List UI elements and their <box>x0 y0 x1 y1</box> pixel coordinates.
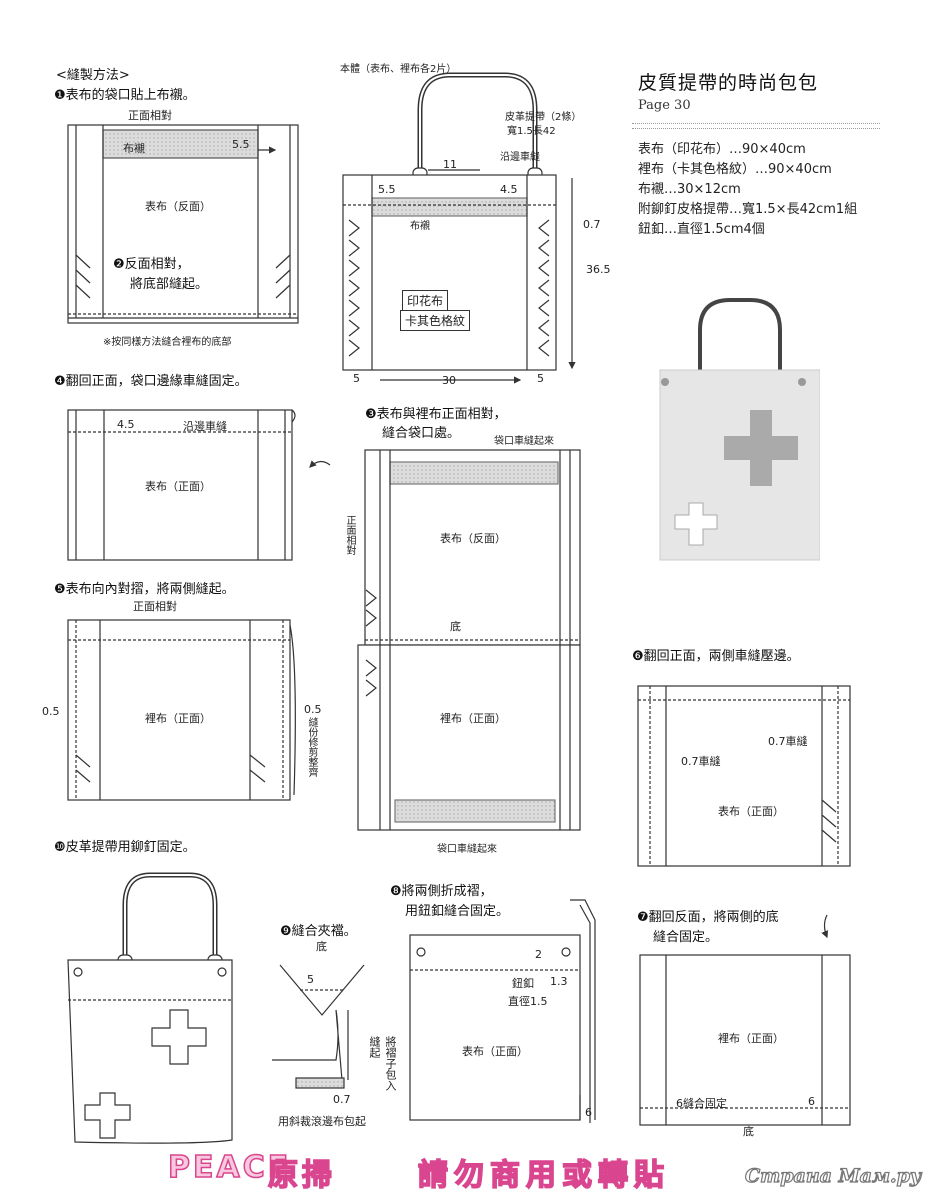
dim-1-3: 1.3 <box>550 975 568 988</box>
dim-5-right: 5 <box>537 372 544 385</box>
dim-0-7-step9: 0.7 <box>333 1093 351 1106</box>
note-trim: 縫份修剪整齊 <box>306 717 317 777</box>
diagram-step7 <box>639 914 851 1126</box>
label-sew6: 6縫合固定 <box>676 1097 727 1110</box>
diagram-step8 <box>409 899 596 1123</box>
label-lining-right-2: 裡布（正面） <box>440 712 506 725</box>
material-item: 附鉚釘皮格提帶…寬1.5×長42cm1組 <box>638 202 858 217</box>
label-outer-wrong: 表布（反面） <box>145 200 211 213</box>
label-bottom-2: 底 <box>743 1125 754 1138</box>
label-stitch-0-7-right: 0.7車縫 <box>768 735 808 748</box>
label-face-to-face-2: 正面相對 <box>133 600 177 613</box>
dim-30: 30 <box>442 374 456 387</box>
dim-5-5-b: 5.5 <box>378 183 396 196</box>
step-5: ❺表布向內對摺，將兩側縫起。 <box>54 582 235 597</box>
dim-5-left: 5 <box>353 372 360 385</box>
label-print-fabric: 印花布 <box>402 290 449 311</box>
step-8: ❽將兩側折成褶， <box>390 884 493 899</box>
label-sew-up: 縫起 <box>368 1036 381 1058</box>
dim-0-5-left: 0.5 <box>42 705 60 718</box>
label-interlining: 布襯 <box>123 142 145 155</box>
footer-peace: PEACE <box>167 1149 292 1186</box>
title-divider <box>632 123 880 129</box>
label-face-to-face: 正面相對 <box>128 109 172 122</box>
label-bias-note: 用斜裁滾邊布包起 <box>278 1115 366 1128</box>
dim-0-5-right: 0.5 <box>304 703 322 716</box>
label-button: 鈕釦 <box>512 977 534 990</box>
material-item: 鈕釦…直徑1.5cm4個 <box>638 222 765 237</box>
dim-0-7: 0.7 <box>583 218 601 231</box>
product-photo <box>640 290 820 575</box>
label-outer-wrong-2: 表布（反面） <box>440 532 506 545</box>
label-strap-size: 寬1.5長42 <box>507 126 556 137</box>
label-lining-right-3: 裡布（正面） <box>718 1032 784 1045</box>
label-mouth-seam: 袋口車縫起來 <box>494 436 554 447</box>
label-stitch-0-7-left: 0.7車縫 <box>681 755 721 768</box>
label-outer-right-2: 表布（正面） <box>718 805 784 818</box>
page-title: 皮質提帶的時尚包包 <box>638 72 819 94</box>
diagram-step5 <box>67 619 296 801</box>
dim-36-5: 36.5 <box>586 263 611 276</box>
step-9: ❾縫合夾襠。 <box>280 924 357 939</box>
step-1: ❶表布的袋口貼上布襯。 <box>54 88 196 103</box>
dim-4-5-b: 4.5 <box>500 183 518 196</box>
diagram-step10 <box>67 872 233 1144</box>
body-title: 本體（表布、裡布各2片） <box>340 64 457 75</box>
label-khaki: 卡其色格紋 <box>400 310 471 331</box>
step-2: ❷反面相對， <box>113 257 190 272</box>
diagram-body <box>342 72 576 384</box>
label-fold-in: 將褶子包入 <box>384 1036 397 1091</box>
dim-2: 2 <box>535 948 542 961</box>
label-face-to-face-v: 正面相對 <box>344 515 355 555</box>
label-strap: 皮革提帶（2條） <box>505 112 582 123</box>
dim-5-5: 5.5 <box>232 138 250 151</box>
label-bottom-3: 底 <box>316 940 327 953</box>
label-edge-stitch: 沿邊車縫 <box>183 420 227 433</box>
materials-list: 表布（印花布）…90×40cm 裡布（卡其色格紋）…90×40cm 布襯…30×… <box>638 140 857 240</box>
section-heading: <縫製方法> <box>56 68 130 83</box>
page-number: Page 30 <box>638 98 691 113</box>
step-7: ❼翻回反面，將兩側的底 <box>637 910 779 925</box>
label-interlining-2: 布襯 <box>410 221 430 232</box>
diagram-step9 <box>272 964 365 1089</box>
note-lining: ※按同樣方法縫合裡布的底部 <box>103 337 232 348</box>
dim-4-5: 4.5 <box>117 418 135 431</box>
label-edge-stitch-2: 沿邊車縫 <box>500 152 540 163</box>
step-8b: 用鈕釦縫合固定。 <box>405 904 510 919</box>
watermark: Страна Мам.ру <box>744 1164 922 1187</box>
diagram-step6 <box>637 685 851 867</box>
dim-5-step9: 5 <box>307 973 314 986</box>
material-item: 布襯…30×12cm <box>638 182 741 197</box>
label-outer-right: 表布（正面） <box>145 480 211 493</box>
diagram-step3 <box>357 449 581 831</box>
label-bottom: 底 <box>450 620 461 633</box>
step-2b: 將底部縫起。 <box>130 277 209 292</box>
dim-11: 11 <box>443 158 457 171</box>
label-outer-right-3: 表布（正面） <box>462 1045 528 1058</box>
material-item: 裡布（卡其色格紋）…90×40cm <box>638 162 832 177</box>
step-4: ❹翻回正面，袋口邊緣車縫固定。 <box>54 374 248 389</box>
diagram-step1 <box>67 124 299 324</box>
step-7b: 縫合固定。 <box>653 930 719 945</box>
footer-scan: 原掃 <box>267 1157 336 1194</box>
dim-6-step8: 6 <box>585 1106 592 1119</box>
label-mouth-seam-2: 袋口車縫起來 <box>437 844 497 855</box>
step-3: ❸表布與裡布正面相對， <box>365 407 507 422</box>
step-10: ❿皮革提帶用鉚釘固定。 <box>54 840 196 855</box>
footer-notice: 請勿商用或轉貼 <box>417 1157 670 1194</box>
diagram-step4 <box>67 409 331 561</box>
dim-6-step7: 6 <box>808 1095 815 1108</box>
material-item: 表布（印花布）…90×40cm <box>638 142 806 157</box>
step-3b: 縫合袋口處。 <box>382 426 461 441</box>
label-lining-right: 裡布（正面） <box>145 712 211 725</box>
label-button-dia: 直徑1.5 <box>508 995 548 1008</box>
step-6: ❻翻回正面，兩側車縫壓邊。 <box>632 649 800 664</box>
